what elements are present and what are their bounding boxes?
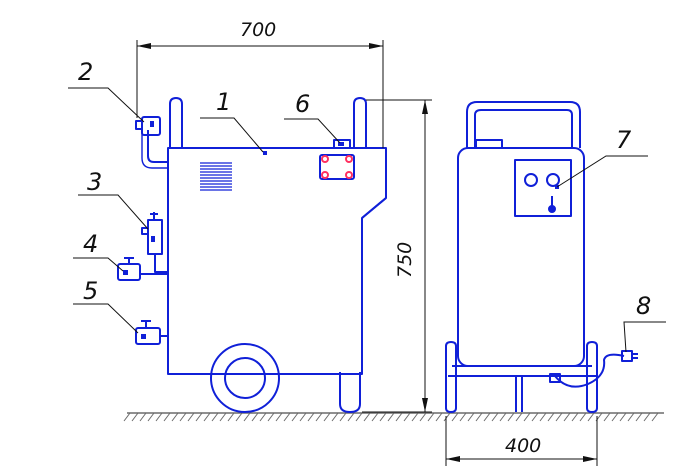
- cable-gland: [549, 373, 561, 383]
- component-details: [123, 121, 559, 339]
- vent-grille: [200, 162, 232, 191]
- front-leg-right: [586, 341, 598, 413]
- valve-4: [117, 263, 141, 281]
- wheel-inner: [224, 357, 266, 399]
- control-panel: [514, 159, 572, 217]
- wheel-outer: [210, 343, 280, 413]
- callout-6: 6: [295, 90, 310, 118]
- dimension-lines: [136, 40, 598, 466]
- device-3-knob: [141, 227, 149, 235]
- upper-pipe-inner: [141, 130, 168, 169]
- control-knob-left: [524, 173, 538, 187]
- power-cable: [554, 353, 625, 388]
- panel-markers: [321, 155, 353, 179]
- callout-1: 1: [216, 88, 231, 116]
- callout-8: 8: [636, 292, 651, 320]
- device-3-pipe: [154, 254, 168, 273]
- side-handle-left: [169, 97, 183, 148]
- side-handle-right: [353, 97, 367, 148]
- valve-5: [135, 327, 161, 345]
- valve-2-knob: [135, 120, 143, 130]
- dimension-400: 400: [505, 435, 541, 457]
- callout-2: 2: [78, 58, 93, 86]
- side-body: [167, 147, 387, 375]
- front-center-post: [515, 376, 523, 412]
- front-handle-inner: [474, 109, 573, 148]
- front-view: [445, 101, 638, 413]
- callout-7: 7: [616, 126, 632, 154]
- rear-foot: [339, 372, 361, 413]
- side-view: [117, 97, 387, 413]
- callout-5: 5: [83, 277, 98, 305]
- front-handle-outer: [466, 101, 581, 148]
- dimension-750: 750: [394, 242, 416, 278]
- side-panel-window: [319, 154, 355, 180]
- power-plug: [621, 350, 633, 362]
- dimension-700: 700: [240, 19, 276, 41]
- side-body-bevel: [361, 197, 387, 219]
- leader-lines: [68, 87, 666, 353]
- callout-3: 3: [87, 168, 102, 196]
- front-body: [457, 147, 585, 367]
- control-knob-right: [546, 173, 560, 187]
- thermometer-icon: [548, 196, 556, 213]
- upper-pipe: [147, 130, 168, 163]
- front-top-lip: [475, 139, 503, 149]
- front-leg-left: [445, 341, 457, 413]
- top-fitting: [333, 139, 351, 149]
- dimension-arrows: [137, 43, 597, 462]
- ground: [123, 412, 664, 422]
- callout-4: 4: [83, 230, 98, 258]
